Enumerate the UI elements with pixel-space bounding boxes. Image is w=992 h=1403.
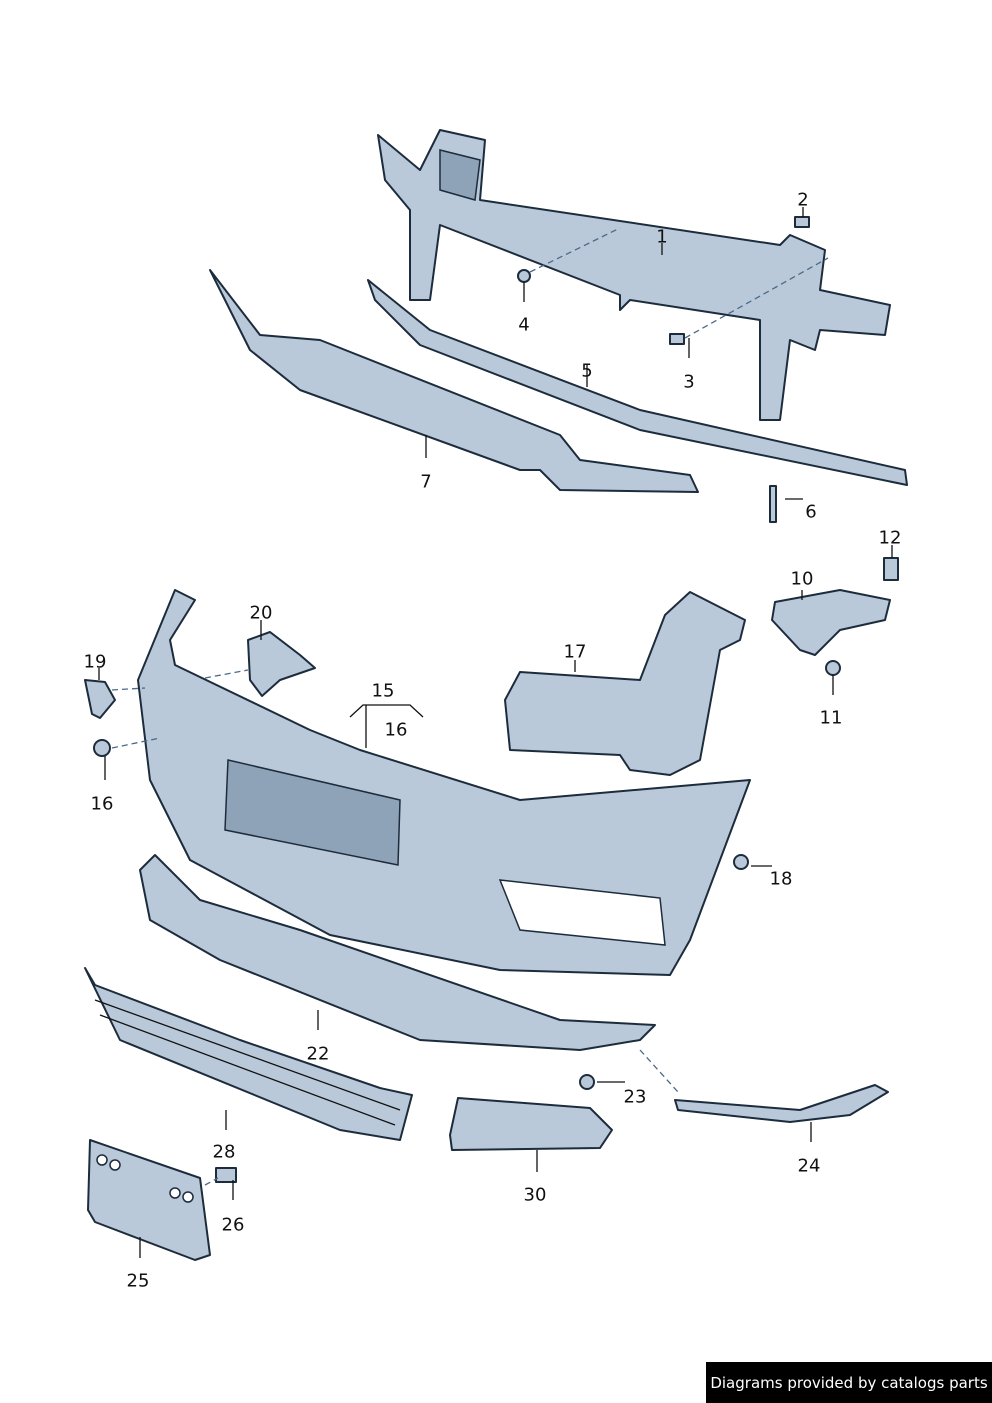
- callout-30: 30: [523, 1184, 547, 1206]
- callout-25: 25: [126, 1270, 150, 1292]
- part-28-grille: [84, 967, 413, 1141]
- leader-lines: [98, 207, 893, 1258]
- part-24-trim-strip: [674, 1084, 889, 1123]
- fasteners: [215, 216, 899, 1183]
- callout-15: 15: [371, 680, 395, 702]
- part-1-bumper-carrier: [377, 129, 891, 421]
- callout-2: 2: [797, 189, 809, 211]
- callout-16: 16: [384, 719, 408, 741]
- callout-19: 19: [83, 651, 107, 673]
- part-22-spoiler: [139, 854, 656, 1051]
- part-25-license-plate-holder: [87, 1139, 211, 1261]
- callout-6: 6: [805, 501, 817, 523]
- part-7-impact-absorber: [209, 269, 699, 493]
- callout-11: 11: [819, 707, 843, 729]
- callout-23: 23: [623, 1086, 647, 1108]
- part-5-strip: [367, 279, 908, 486]
- footer-credit: Diagrams provided by catalogs parts: [706, 1362, 992, 1403]
- part-17-bracket: [504, 591, 746, 776]
- part-20-holder: [247, 631, 316, 697]
- callout-16: 16: [90, 793, 114, 815]
- callout-26: 26: [221, 1214, 245, 1236]
- callout-20: 20: [249, 602, 273, 624]
- callout-1: 1: [656, 226, 668, 248]
- callout-24: 24: [797, 1155, 821, 1177]
- part-16-plug: [93, 739, 111, 757]
- callout-4: 4: [518, 314, 530, 336]
- callout-10: 10: [790, 568, 814, 590]
- callout-18: 18: [769, 868, 793, 890]
- part-19-cap: [84, 679, 116, 719]
- part-10-guide: [771, 589, 891, 656]
- part-15-bumper-cover: [137, 589, 751, 976]
- callout-17: 17: [563, 641, 587, 663]
- callout-22: 22: [306, 1043, 330, 1065]
- footer-text: Diagrams provided by catalogs parts: [710, 1373, 988, 1392]
- callout-12: 12: [878, 527, 902, 549]
- part-30-grille-insert: [449, 1097, 613, 1151]
- callout-5: 5: [581, 360, 593, 382]
- callout-28: 28: [212, 1141, 236, 1163]
- callout-3: 3: [683, 371, 695, 393]
- callout-7: 7: [420, 471, 432, 493]
